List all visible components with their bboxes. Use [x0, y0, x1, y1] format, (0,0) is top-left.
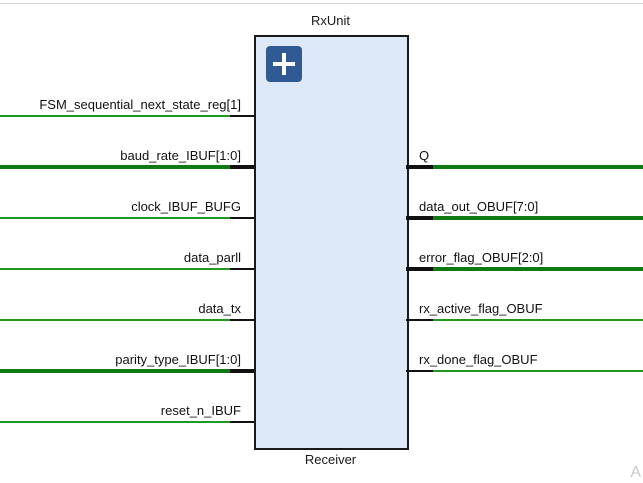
input-pin-stub — [230, 165, 254, 169]
expand-cell-button[interactable] — [266, 46, 302, 82]
input-net-wire[interactable] — [0, 421, 230, 423]
output-pin-stub — [406, 165, 433, 169]
input-pin-label: FSM_sequential_next_state_reg[1] — [39, 97, 241, 112]
input-net-wire[interactable] — [0, 319, 230, 321]
input-pin-label: reset_n_IBUF — [160, 403, 241, 418]
cell-block[interactable] — [254, 35, 409, 450]
output-pin-label: Q — [419, 148, 430, 163]
input-net-wire[interactable] — [0, 115, 230, 117]
output-pin-stub — [406, 267, 433, 271]
input-pin-stub — [230, 319, 254, 321]
output-pin-label: error_flag_OBUF[2:0] — [419, 250, 544, 265]
input-net-wire[interactable] — [0, 217, 230, 219]
input-pin-label: parity_type_IBUF[1:0] — [115, 352, 241, 367]
canvas-top-border — [0, 3, 643, 4]
input-pin-stub — [230, 217, 254, 219]
plus-icon — [273, 53, 295, 75]
output-net-wire[interactable] — [433, 165, 643, 169]
input-pin-stub — [230, 268, 254, 270]
output-net-wire[interactable] — [433, 370, 643, 372]
input-pin-label: data_parll — [183, 250, 241, 265]
output-net-wire[interactable] — [433, 319, 643, 321]
output-pin-label: data_out_OBUF[7:0] — [419, 199, 539, 214]
output-pin-label: rx_done_flag_OBUF — [419, 352, 538, 367]
output-pin-label: rx_active_flag_OBUF — [419, 301, 543, 316]
input-pin-label: baud_rate_IBUF[1:0] — [120, 148, 241, 163]
output-net-wire[interactable] — [433, 216, 643, 220]
output-pin-stub — [406, 370, 433, 372]
cell-instance-name: RxUnit — [310, 13, 350, 28]
input-net-wire[interactable] — [0, 369, 230, 373]
input-pin-stub — [230, 115, 254, 117]
input-pin-label: clock_IBUF_BUFG — [131, 199, 241, 214]
input-net-wire[interactable] — [0, 268, 230, 270]
corner-watermark: A — [630, 464, 641, 481]
cell-module-name: Receiver — [304, 452, 357, 467]
input-pin-stub — [230, 421, 254, 423]
output-pin-stub — [406, 319, 433, 321]
output-pin-stub — [406, 216, 433, 220]
input-pin-stub — [230, 369, 254, 373]
output-net-wire[interactable] — [433, 267, 643, 271]
input-pin-label: data_tx — [198, 301, 241, 316]
input-net-wire[interactable] — [0, 165, 230, 169]
